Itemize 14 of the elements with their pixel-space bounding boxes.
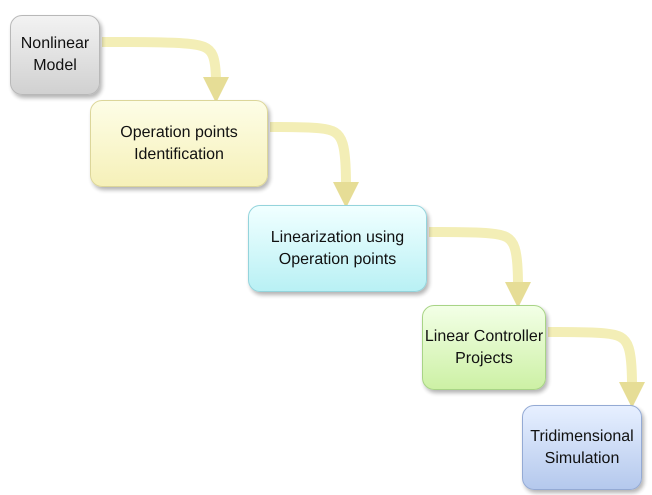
box-label: Linear Controller Projects: [424, 326, 544, 368]
process-box: [522, 405, 642, 490]
process-box: [10, 15, 100, 95]
curved-arrow: [102, 37, 229, 103]
process-box: [248, 205, 427, 292]
process-box: [422, 305, 546, 390]
process-box: [90, 100, 268, 187]
box-label: Linearization using Operation points: [270, 228, 406, 270]
box-label: Operation points Identification: [119, 122, 239, 164]
curved-arrow: [548, 327, 645, 408]
curved-arrow: [270, 122, 359, 208]
curved-arrow: [429, 227, 531, 308]
box-label: Nonlinear Model: [20, 34, 90, 76]
box-label: Tridimensional Simulation: [529, 426, 635, 468]
